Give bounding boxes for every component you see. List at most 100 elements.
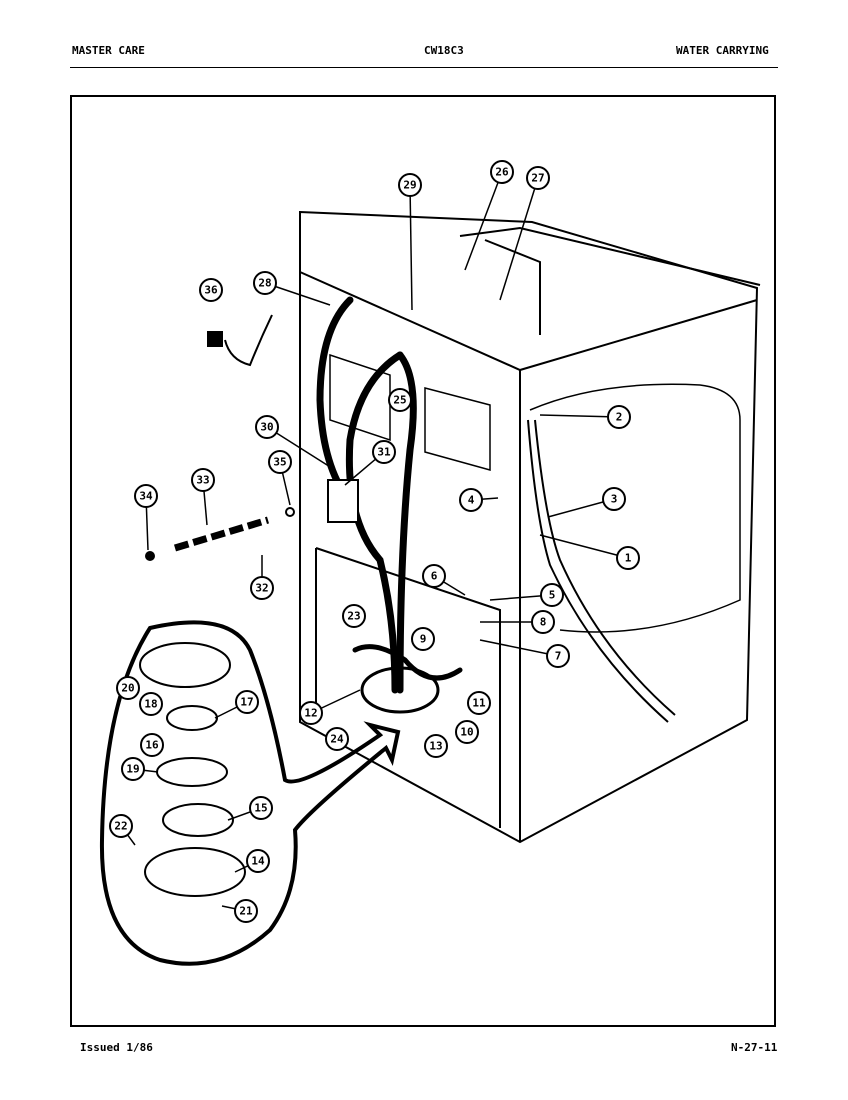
callout-label-9: 9 [420, 633, 427, 646]
fill-valve-assembly [145, 479, 359, 561]
callout-circle-21 [234, 899, 258, 923]
callout-label-15: 15 [254, 802, 267, 815]
callout-label-16: 16 [145, 739, 159, 752]
callout-label-28: 28 [258, 277, 271, 290]
callout-16: 16 [140, 733, 164, 757]
hoses [316, 296, 463, 694]
callout-1: 1 [539, 534, 640, 570]
callout-circle-18 [139, 692, 163, 716]
callout-10: 10 [455, 720, 479, 744]
callout-circle-22 [109, 814, 133, 838]
callout-label-1: 1 [625, 552, 632, 565]
callout-19: 19 [121, 757, 159, 781]
callout-circle-27 [526, 166, 550, 190]
callout-circle-23 [342, 604, 366, 628]
callout-circle-4 [459, 488, 483, 512]
callout-circle-20 [116, 676, 140, 700]
callout-label-34: 34 [139, 490, 153, 503]
diagram-frame [70, 95, 776, 1027]
callout-circle-16 [140, 733, 164, 757]
callout-label-27: 27 [531, 172, 544, 185]
part-callouts: 1234567891011121314151617181920212223242… [109, 160, 640, 923]
pump-detail-bubble [99, 620, 401, 966]
callout-circle-11 [467, 691, 491, 715]
callout-9: 9 [411, 627, 435, 651]
callout-circle-7 [546, 644, 570, 668]
callout-33: 33 [191, 468, 215, 526]
header-center: CW18C3 [424, 44, 464, 57]
callout-label-13: 13 [429, 740, 442, 753]
callout-7: 7 [479, 639, 570, 668]
callout-27: 27 [499, 166, 550, 301]
callout-circle-8 [531, 610, 555, 634]
callout-label-31: 31 [377, 446, 391, 459]
callout-label-25: 25 [393, 394, 406, 407]
callout-label-26: 26 [495, 166, 509, 179]
callout-label-30: 30 [260, 421, 273, 434]
callout-label-8: 8 [540, 616, 547, 629]
callout-21: 21 [221, 899, 258, 923]
footer-issued: Issued 1/86 [80, 1041, 153, 1054]
callout-14: 14 [234, 849, 270, 873]
callout-label-6: 6 [431, 570, 438, 583]
callout-18: 18 [139, 692, 163, 716]
callout-label-21: 21 [239, 905, 253, 918]
callout-12: 12 [299, 689, 361, 725]
callout-label-18: 18 [144, 698, 157, 711]
callout-30: 30 [255, 415, 336, 471]
callout-circle-34 [134, 484, 158, 508]
callout-36: 36 [199, 278, 223, 302]
callout-circle-30 [255, 415, 279, 439]
callout-label-29: 29 [403, 179, 416, 192]
callout-32: 32 [250, 555, 274, 600]
callout-circle-26 [490, 160, 514, 184]
callout-8: 8 [480, 610, 555, 634]
callout-15: 15 [227, 796, 273, 821]
callout-label-22: 22 [114, 820, 127, 833]
header-rule [70, 67, 778, 68]
callout-label-36: 36 [204, 284, 218, 297]
header-left: MASTER CARE [72, 44, 145, 57]
callout-circle-25 [388, 388, 412, 412]
callout-label-14: 14 [251, 855, 265, 868]
callout-circle-33 [191, 468, 215, 492]
callout-label-3: 3 [611, 493, 618, 506]
callout-circle-5 [540, 583, 564, 607]
callout-label-5: 5 [549, 589, 556, 602]
callout-circle-3 [602, 487, 626, 511]
callout-34: 34 [134, 484, 158, 551]
power-cord [207, 314, 273, 367]
drain-hose [527, 419, 676, 723]
callout-circle-15 [249, 796, 273, 820]
callout-leader-2 [539, 414, 620, 418]
callout-35: 35 [268, 450, 292, 506]
callout-circle-13 [424, 734, 448, 758]
callout-circle-28 [253, 271, 277, 295]
callout-circle-12 [299, 701, 323, 725]
callout-circle-6 [422, 564, 446, 588]
callout-leader-1 [539, 534, 629, 559]
callout-17: 17 [214, 690, 259, 719]
callout-23: 23 [342, 604, 366, 628]
callout-20: 20 [116, 676, 140, 700]
callout-label-2: 2 [616, 411, 623, 424]
callout-leader-27 [499, 177, 539, 301]
callout-label-35: 35 [273, 456, 286, 469]
callout-label-10: 10 [460, 726, 473, 739]
callout-13: 13 [424, 734, 448, 758]
callout-circle-19 [121, 757, 145, 781]
callout-circle-29 [398, 173, 422, 197]
callout-label-4: 4 [468, 494, 475, 507]
callout-28: 28 [253, 271, 331, 306]
callout-label-20: 20 [121, 682, 134, 695]
callout-29: 29 [398, 173, 422, 311]
callout-circle-32 [250, 576, 274, 600]
callout-26: 26 [464, 160, 514, 271]
callout-label-19: 19 [126, 763, 139, 776]
washer-cabinet [299, 210, 761, 844]
header-right: WATER CARRYING [676, 44, 769, 57]
callout-leader-26 [464, 171, 503, 271]
callout-label-7: 7 [555, 650, 562, 663]
callout-31: 31 [344, 440, 396, 486]
callout-25: 25 [388, 388, 412, 412]
